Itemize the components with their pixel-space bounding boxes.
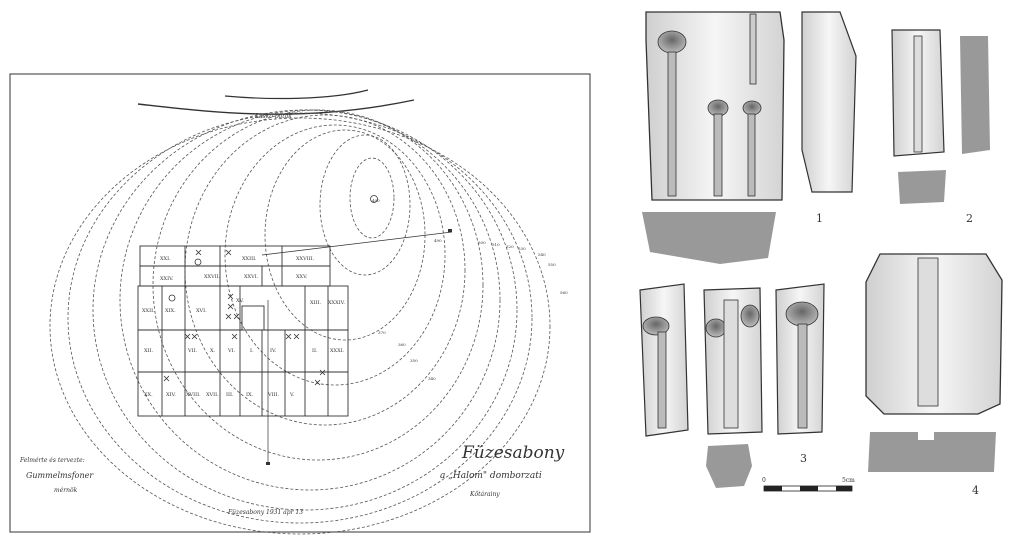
svg-text:360: 360	[398, 342, 406, 347]
svg-text:490: 490	[434, 238, 442, 243]
svg-text:400: 400	[372, 198, 380, 203]
svg-text:XXVIII.: XXVIII.	[296, 256, 315, 262]
svg-text:VI.: VI.	[227, 348, 236, 354]
svg-text:IV.: IV.	[270, 348, 277, 354]
svg-text:XXII.: XXII.	[142, 308, 155, 314]
svg-text:XII.: XII.	[144, 348, 154, 354]
svg-text:XX.: XX.	[144, 392, 153, 398]
find-drawings: 1 2 3	[639, 11, 1003, 497]
map-title: Füzesabony	[461, 443, 565, 463]
svg-text:VIII.: VIII.	[267, 392, 280, 398]
map-credit-line-3: mérnök	[54, 487, 78, 494]
mould-1-section	[642, 212, 776, 264]
svg-text:XVII.: XVII.	[206, 392, 219, 398]
mould-2-side	[960, 36, 990, 154]
svg-text:540: 540	[538, 252, 546, 257]
mould-3-view-c	[775, 283, 825, 435]
map-bottom-caption: Füzesabony 1931 ápr 13	[227, 509, 303, 516]
mould-3-view-b	[703, 287, 763, 435]
svg-text:V.: V.	[289, 392, 295, 398]
scale-bar: 0 5cm	[762, 477, 855, 492]
svg-text:560: 560	[560, 290, 568, 295]
map-subtitle: a „Halom" domborzati	[440, 471, 542, 481]
svg-text:X.: X.	[210, 348, 216, 354]
svg-text:550: 550	[548, 262, 556, 267]
mould-2-front	[891, 29, 945, 157]
mould-4-section	[868, 432, 996, 472]
svg-text:340: 340	[428, 376, 436, 381]
svg-text:XXXIV.: XXXIV.	[328, 300, 345, 306]
svg-text:XVI.: XVI.	[196, 308, 207, 314]
river-line	[137, 99, 415, 115]
svg-text:500: 500	[478, 240, 486, 245]
map-credit-line-2: Gummelmsfoner	[26, 471, 94, 480]
mould-3-view-a	[639, 283, 689, 437]
svg-text:350: 350	[410, 358, 418, 363]
figure-label-2: 2	[966, 212, 973, 225]
scale-end-label: 5cm	[842, 477, 855, 484]
find-marks	[163, 249, 326, 386]
trench-labels: XXI. XXIII. XXVIII. XXIV. XXVII. XXVI. X…	[142, 256, 345, 398]
figure-label-1: 1	[816, 212, 823, 225]
svg-text:370: 370	[378, 330, 386, 335]
svg-text:VII.: VII.	[187, 348, 198, 354]
svg-text:XXVI.: XXVI.	[244, 274, 259, 280]
mould-4-front	[865, 253, 1003, 415]
svg-text:II.: II.	[312, 348, 318, 354]
svg-text:XXVII.: XXVII.	[204, 274, 221, 280]
site-map: Laskó patak	[9, 73, 591, 535]
svg-text:XIX.: XIX.	[165, 308, 176, 314]
figure-label-4: 4	[972, 484, 979, 497]
mould-2-section	[898, 170, 946, 204]
svg-text:XXIV.: XXIV.	[160, 276, 174, 282]
mould-1-front	[645, 11, 785, 201]
svg-text:XIV.: XIV.	[166, 392, 176, 398]
svg-text:510: 510	[492, 242, 500, 247]
svg-text:520: 520	[506, 244, 514, 249]
mould-1-side	[801, 11, 857, 193]
svg-text:IX.: IX.	[246, 392, 254, 398]
svg-text:XIII.: XIII.	[310, 300, 321, 306]
svg-text:XXIII.: XXIII.	[242, 256, 257, 262]
figure-label-3: 3	[800, 452, 807, 465]
svg-text:XV.: XV.	[236, 298, 244, 304]
contour-lines	[49, 109, 551, 535]
river-line-upper	[224, 89, 369, 100]
height-labels: 400 490 500 510 520 530 540 550 560 370 …	[372, 198, 568, 381]
svg-text:XXXI.: XXXI.	[330, 348, 345, 354]
svg-text:XXV.: XXV.	[296, 274, 308, 280]
scale-start-label: 0	[762, 477, 766, 484]
map-frame	[9, 73, 591, 533]
map-imprint: Kőtárainy	[469, 491, 500, 498]
svg-text:XXI.: XXI.	[160, 256, 171, 262]
svg-text:XVIII.: XVIII.	[186, 392, 201, 398]
mould-3-section	[706, 444, 752, 488]
map-credit-line-1: Felmérte és tervezte:	[19, 457, 85, 464]
trench-grid	[137, 231, 453, 462]
svg-text:III.: III.	[226, 392, 234, 398]
svg-text:I.: I.	[250, 348, 254, 354]
svg-text:530: 530	[518, 246, 526, 251]
